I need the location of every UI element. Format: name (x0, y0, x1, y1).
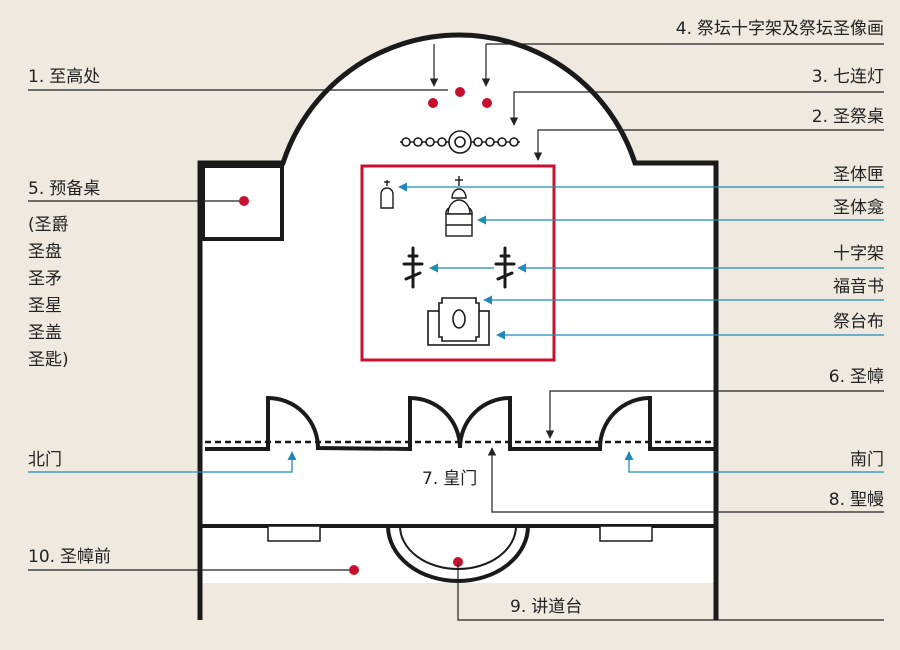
antimension-label: 祭台布 (833, 312, 884, 332)
gospel-label: 福音书 (833, 277, 884, 297)
label-7: 7.皇门 (422, 469, 477, 489)
svg-text:8.聖幔: 8.聖幔 (829, 490, 884, 510)
svg-text:9.讲道台: 9.讲道台 (510, 597, 582, 617)
tabernacle-icon (380, 180, 394, 209)
prothesis-dot (239, 196, 249, 206)
label-1: 1.至高处 (28, 67, 100, 87)
prothesis-item: 圣匙) (28, 350, 69, 370)
label-3-number: 3. (812, 67, 828, 87)
label-10-text: 圣幛前 (60, 547, 111, 567)
prothesis-item: 圣盘 (28, 242, 62, 262)
label-2: 2.圣祭桌 (812, 107, 884, 127)
label-6-number: 6. (829, 367, 845, 387)
leader-lines-right (429, 43, 884, 621)
label-4-text: 祭坛十字架及祭坛圣像画 (697, 19, 884, 39)
cross-left-icon (402, 246, 424, 289)
gospel-book-icon (438, 297, 480, 342)
seven-branched-lamp-icon (400, 130, 520, 154)
label-9-text: 讲道台 (531, 597, 582, 617)
solea-step-left (267, 525, 321, 542)
label-7-number: 7. (422, 469, 438, 489)
label-9-number: 9. (510, 597, 526, 617)
label-5-number: 5. (28, 179, 44, 199)
label-3: 3.七连灯 (812, 67, 884, 87)
label-8-number: 8. (829, 490, 845, 510)
leader-lines-blue (28, 182, 884, 473)
svg-text:7.皇门: 7.皇门 (422, 469, 477, 489)
label-8: 8.聖幔 (829, 490, 884, 510)
label-7-text: 皇门 (443, 469, 477, 489)
label-10-number: 10. (28, 547, 55, 567)
north-door-label: 北门 (28, 450, 62, 470)
svg-text:4.祭坛十字架及祭坛圣像画: 4.祭坛十字架及祭坛圣像画 (676, 19, 884, 39)
label-4-number: 4. (676, 19, 692, 39)
holy-table-frame (360, 164, 556, 362)
solea-step-right (599, 525, 653, 542)
label-5-text: 预备桌 (49, 179, 100, 199)
label-5: 5.预备桌 (28, 179, 100, 199)
label-4: 4.祭坛十字架及祭坛圣像画 (676, 19, 884, 39)
label-6-text: 圣幛 (850, 367, 884, 387)
tabernacle-label: 圣体匣 (833, 165, 884, 185)
altar-icon-dot (482, 98, 492, 108)
cross-right-icon (494, 246, 516, 289)
before-iconostasis-dot (349, 565, 359, 575)
svg-text:2.圣祭桌: 2.圣祭桌 (812, 107, 884, 127)
south-door-label: 南门 (850, 450, 884, 470)
prothesis-niche (201, 164, 284, 241)
label-2-number: 2. (812, 107, 828, 127)
label-6: 6.圣幛 (829, 367, 884, 387)
high-place-dot (455, 87, 465, 97)
label-1-number: 1. (28, 67, 44, 87)
svg-text:3.七连灯: 3.七连灯 (812, 67, 884, 87)
svg-text:5.预备桌: 5.预备桌 (28, 179, 100, 199)
label-10: 10.圣幛前 (28, 547, 111, 567)
label-9: 9.讲道台 (510, 597, 582, 617)
svg-text:6.圣幛: 6.圣幛 (829, 367, 884, 387)
prothesis-item: 圣盖 (28, 323, 62, 343)
altar-area (360, 87, 556, 362)
svg-text:10.圣幛前: 10.圣幛前 (28, 547, 111, 567)
monstrance-label: 圣体龛 (833, 198, 884, 218)
label-1-text: 至高处 (49, 67, 100, 87)
iconostasis-wall (205, 395, 714, 452)
outer-wall-outline (197, 32, 719, 620)
label-3-text: 七连灯 (833, 67, 884, 87)
label-2-text: 圣祭桌 (833, 107, 884, 127)
altar-cross-dot (428, 98, 438, 108)
prothesis-item: 圣矛 (28, 269, 62, 289)
svg-text:1.至高处: 1.至高处 (28, 67, 100, 87)
prothesis-items-list: (圣爵 圣盘 圣矛 圣星 圣盖 圣匙) (28, 215, 69, 370)
cross-label: 十字架 (833, 244, 884, 264)
leader-lines-left (28, 89, 448, 571)
label-8-text: 聖幔 (850, 490, 884, 510)
prothesis-item: 圣星 (28, 296, 62, 316)
prothesis-item: (圣爵 (28, 215, 69, 235)
monstrance-icon (445, 176, 473, 237)
